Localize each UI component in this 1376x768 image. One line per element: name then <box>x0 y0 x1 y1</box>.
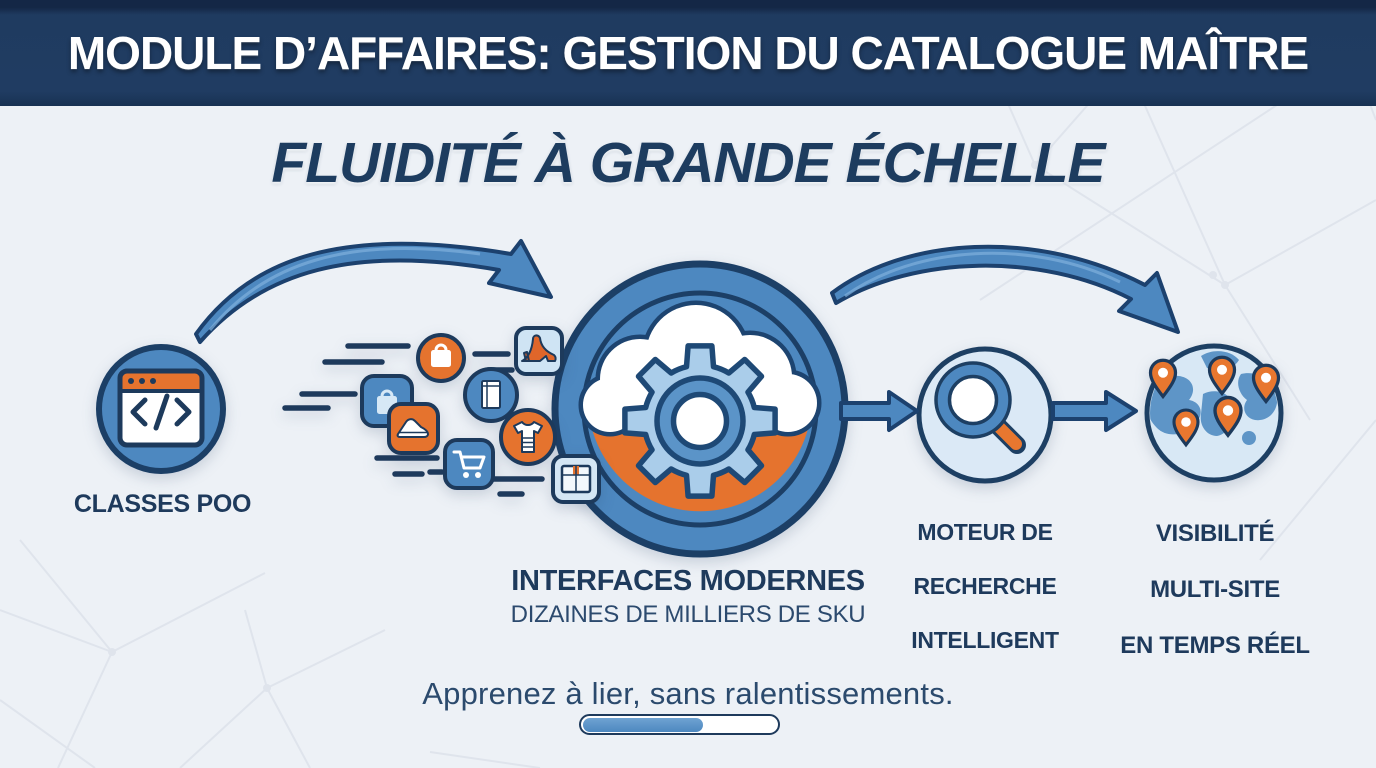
subtitle: FLUIDITÉ À GRANDE ÉCHELLE <box>271 131 1105 195</box>
code-window-icon <box>117 368 205 448</box>
gear-icon <box>622 343 778 499</box>
tagline: Apprenez à lier, sans ralentissements. <box>422 676 954 711</box>
hub-sublabel: DIZAINES DE MILLIERS DE SKU <box>510 601 866 628</box>
hub-node <box>551 260 849 558</box>
magnifier-icon <box>934 361 1026 454</box>
visibility-label: VISIBILITÉ MULTI-SITE EN TEMPS RÉEL <box>1120 520 1310 659</box>
visibility-node <box>1144 343 1284 483</box>
package-box-icon <box>551 454 601 504</box>
sneaker-icon <box>387 402 440 455</box>
shopping-bag-icon <box>416 333 466 383</box>
classes-poo-node <box>96 344 226 474</box>
search-node <box>916 346 1054 484</box>
classes-poo-label: CLASSES POO <box>73 490 252 518</box>
search-label: MOTEUR DE RECHERCHE INTELLIGENT <box>911 519 1059 653</box>
speed-lines <box>282 343 545 497</box>
page-title: MODULE D’AFFAIRES: GESTION DU CATALOGUE … <box>67 27 1309 79</box>
tshirt-icon <box>499 408 557 466</box>
hub-label: INTERFACES MODERNES <box>511 565 865 597</box>
location-pin-icons <box>1148 355 1281 448</box>
book-icon <box>463 367 519 423</box>
header-banner: MODULE D’AFFAIRES: GESTION DU CATALOGUE … <box>0 0 1376 106</box>
globe-icon <box>1144 343 1284 483</box>
product-icon-cluster <box>282 326 601 504</box>
progress-fill <box>582 717 703 732</box>
progress-bar <box>579 714 780 735</box>
high-heel-icon <box>514 326 564 376</box>
shopping-cart-icon <box>443 438 495 490</box>
